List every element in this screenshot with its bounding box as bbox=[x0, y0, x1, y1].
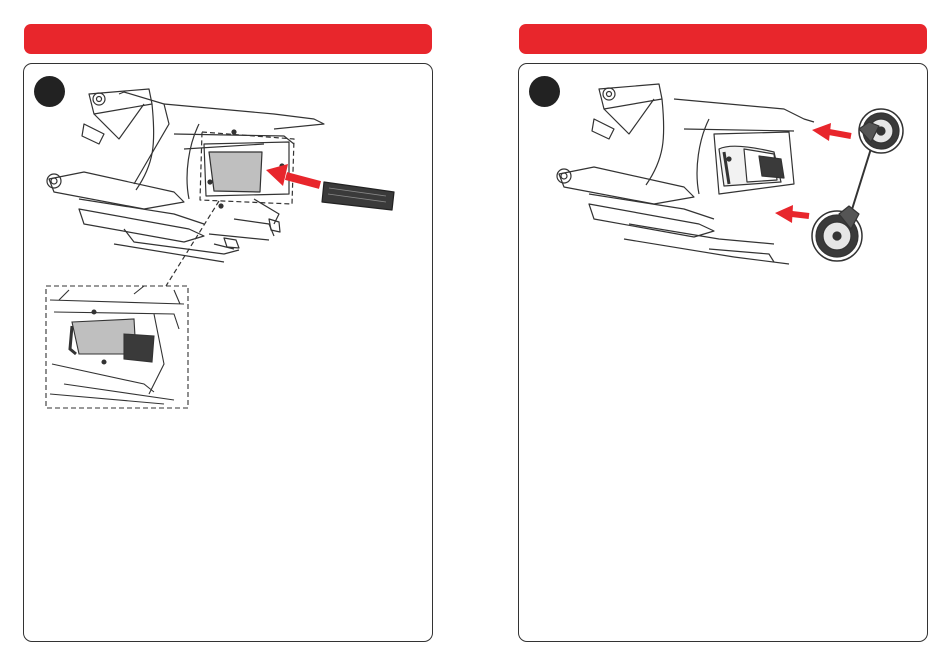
right-illustration bbox=[519, 64, 929, 643]
left-illustration bbox=[24, 64, 434, 643]
fabric-seat bbox=[209, 152, 262, 192]
zoom-detail bbox=[46, 286, 188, 408]
right-instruction-panel bbox=[518, 63, 928, 642]
attach-arrow-lower bbox=[775, 205, 809, 223]
folded-fabric bbox=[714, 132, 794, 194]
right-header-bar bbox=[519, 24, 927, 54]
left-instruction-panel bbox=[23, 63, 433, 642]
left-header-bar bbox=[24, 24, 432, 54]
attach-arrow-upper bbox=[812, 123, 851, 141]
